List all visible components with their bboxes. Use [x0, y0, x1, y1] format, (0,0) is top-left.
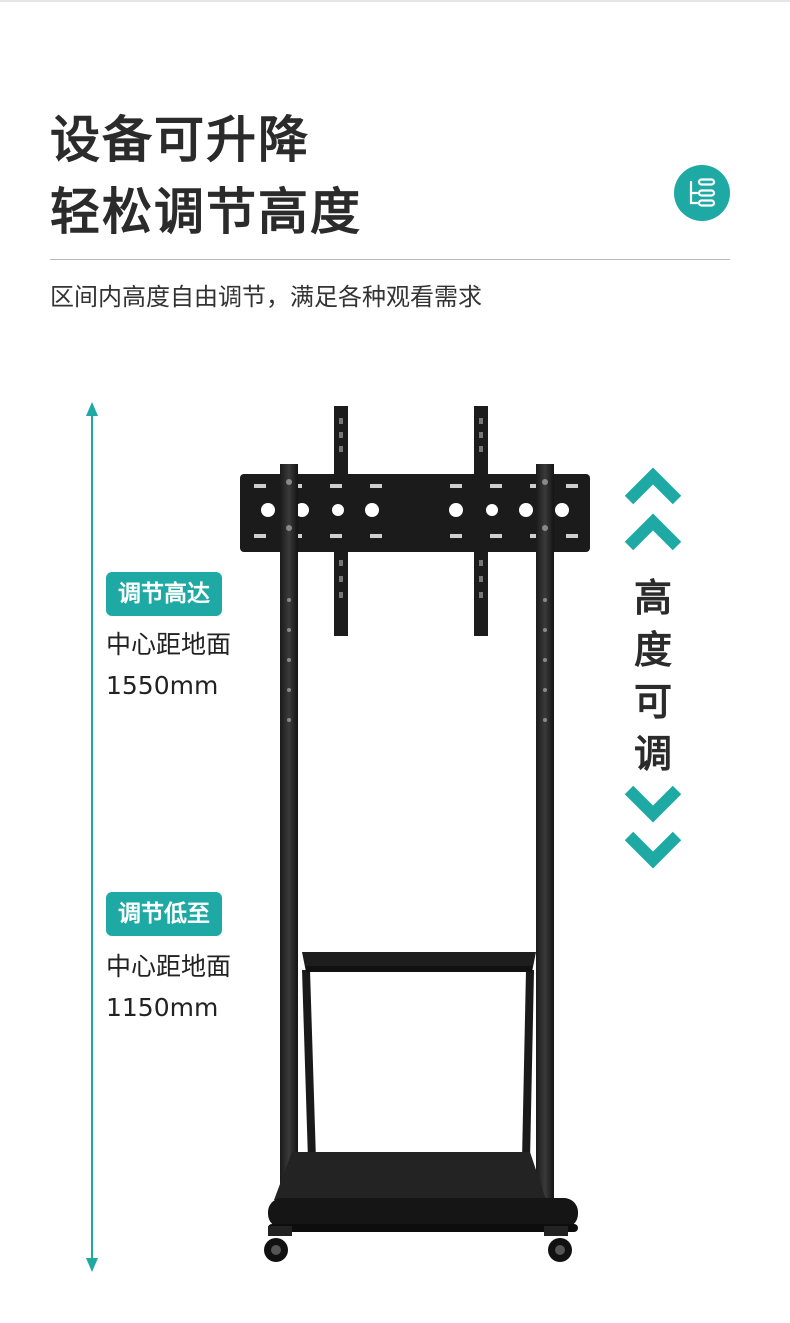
min-height-value: 1150mm	[106, 993, 219, 1022]
min-height-label: 中心距地面	[106, 952, 232, 981]
vertical-char: 调	[633, 732, 672, 776]
casters	[264, 1226, 572, 1262]
height-range-arrow	[86, 402, 98, 1272]
divider	[50, 259, 730, 260]
height-adjustable-label: 高 度 可 调	[625, 572, 681, 780]
middle-shelf	[302, 952, 536, 972]
vertical-char: 高	[633, 576, 672, 620]
min-height-description: 中心距地面 1150mm	[106, 946, 231, 1028]
max-height-description: 中心距地面 1550mm	[106, 624, 231, 706]
headline: 设备可升降 轻松调节高度	[50, 104, 362, 248]
max-height-value: 1550mm	[106, 671, 219, 700]
min-height-tag: 调节低至	[106, 892, 222, 936]
chevron-up-icon	[625, 467, 681, 551]
stand-base	[268, 1152, 578, 1232]
top-border	[0, 0, 790, 2]
headline-line-1: 设备可升降	[50, 111, 310, 169]
stand-columns	[280, 464, 554, 1204]
max-height-tag: 调节高达	[106, 572, 222, 616]
headline-line-2: 轻松调节高度	[50, 183, 362, 241]
tv-stand-image	[240, 406, 590, 1262]
max-height-label: 中心距地面	[106, 630, 232, 659]
subtitle: 区间内高度自由调节，满足各种观看需求	[50, 283, 482, 311]
vertical-char: 度	[633, 628, 672, 672]
list-menu-icon[interactable]	[674, 165, 730, 221]
vertical-char: 可	[633, 680, 672, 724]
chevron-down-icon	[625, 785, 681, 869]
mounting-plate	[240, 474, 590, 552]
